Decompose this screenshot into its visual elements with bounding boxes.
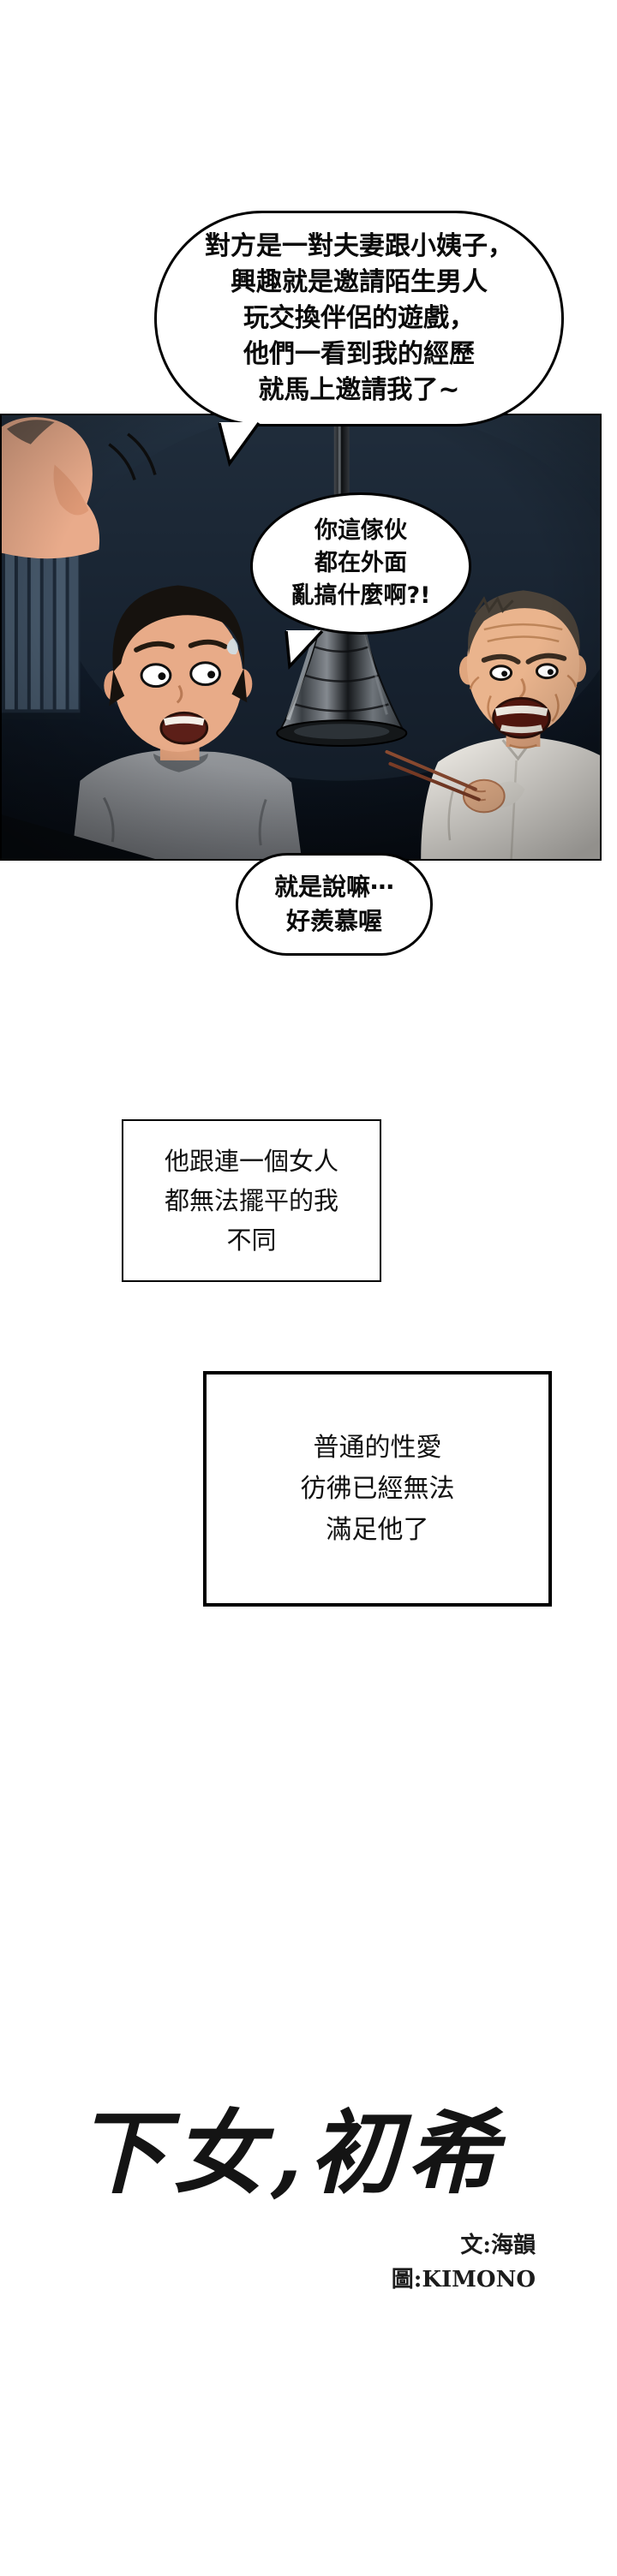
credit-artist: 圖:KIMONO bbox=[391, 2267, 536, 2293]
narration-box-1: 他跟連一個女人 都無法擺平的我 不同 bbox=[122, 1119, 381, 1282]
bubble-line: 好羨慕喔 bbox=[285, 907, 382, 935]
narration-line: 滿足他了 bbox=[326, 1514, 429, 1545]
narration-line: 他跟連一個女人 bbox=[164, 1147, 338, 1176]
speech-bubble-tail bbox=[285, 630, 324, 670]
speech-bubble-shout: 你這傢伙 都在外面 亂搞什麼啊?! bbox=[250, 492, 471, 635]
speech-bubble-tail bbox=[218, 422, 261, 467]
bubble-line: 玩交換伴侶的遊戲， bbox=[243, 303, 475, 333]
bubble-line: 你這傢伙 bbox=[314, 517, 407, 544]
bubble-line: 他們一看到我的經歷 bbox=[243, 339, 475, 369]
narration-line: 不同 bbox=[226, 1225, 277, 1255]
speech-bubble-narrator: 對方是一對夫妻跟小姨子， 興趣就是邀請陌生男人 玩交換伴侶的遊戲， 他們一看到我… bbox=[154, 211, 564, 426]
comic-panel bbox=[0, 414, 602, 861]
bubble-line: 就是說嘛⋯ bbox=[273, 873, 394, 901]
panel-art bbox=[2, 415, 600, 859]
series-credits: 文:海韻 圖:KIMONO bbox=[392, 2228, 536, 2297]
bubble-line: 都在外面 bbox=[314, 550, 407, 576]
narration-line: 普通的性愛 bbox=[313, 1432, 442, 1463]
bubble-line: 亂搞什麼啊?! bbox=[291, 582, 431, 609]
series-title: 下女,初希 bbox=[75, 2099, 505, 2206]
narration-line: 都無法擺平的我 bbox=[164, 1186, 338, 1215]
bubble-line: 興趣就是邀請陌生男人 bbox=[231, 267, 488, 297]
credit-writer: 文:海韻 bbox=[460, 2233, 536, 2258]
narration-line: 彷彿已經無法 bbox=[300, 1473, 455, 1504]
speech-bubble-reply: 就是說嘛⋯ 好羨慕喔 bbox=[236, 853, 433, 956]
bubble-line: 就馬上邀請我了~ bbox=[258, 375, 460, 405]
narration-box-2: 普通的性愛 彷彿已經無法 滿足他了 bbox=[203, 1371, 552, 1607]
bubble-line: 對方是一對夫妻跟小姨子， bbox=[205, 231, 513, 261]
